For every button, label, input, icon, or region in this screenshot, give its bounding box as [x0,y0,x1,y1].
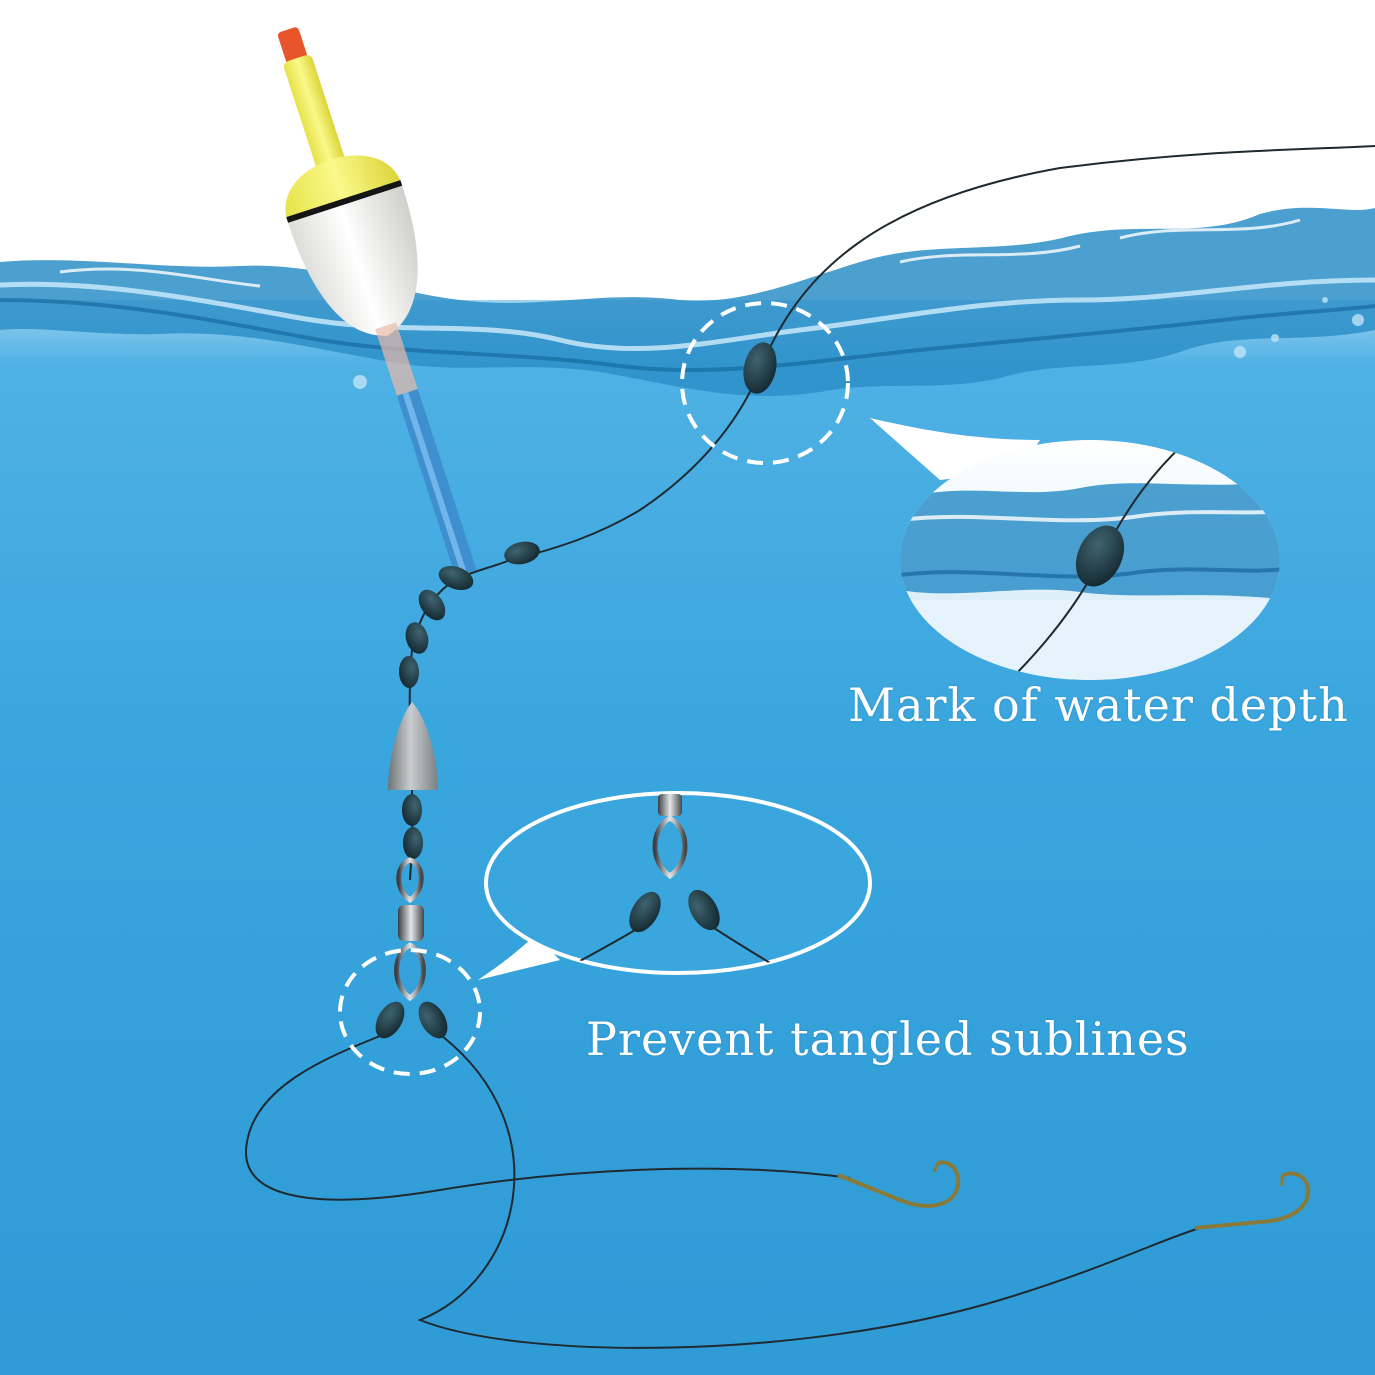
hook-icon [837,1160,961,1208]
bead-icon [418,1001,448,1039]
bead-icon [405,622,429,654]
fishing-float-icon [277,27,477,577]
bead-icon [403,827,423,859]
bead-chain [398,541,540,859]
bead-icon [375,1001,405,1039]
bead-icon [504,541,540,565]
water-depth-caption: Mark of water depth [848,678,1349,732]
swivel-icon [394,857,426,1002]
tangled-sublines-caption: Prevent tangled sublines [586,1012,1190,1066]
hook-icon [1194,1171,1311,1230]
subline-left [244,1035,851,1201]
sinker-icon [388,702,438,790]
bead-icon [438,565,474,591]
swivel-highlight [338,948,482,1076]
water-surface [0,207,1375,396]
bead-icon [402,794,422,826]
bead-icon [418,589,446,621]
main-line-upper [759,145,1375,371]
depth-mark-highlight [680,301,850,465]
subline-right-long [417,1035,1201,1349]
depth-mark-bead-icon [743,342,777,394]
water-depth-callout [870,418,1280,680]
bead-icon [398,656,420,688]
